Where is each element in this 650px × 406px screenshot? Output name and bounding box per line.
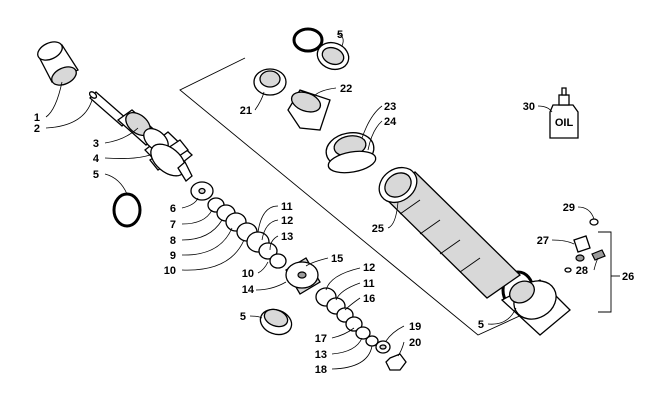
callout-25: 25	[372, 223, 384, 235]
callout-19: 19	[409, 321, 421, 333]
o-ring	[112, 192, 142, 228]
callout-9: 9	[170, 250, 176, 262]
callout-21: 21	[240, 105, 252, 117]
callout-4: 4	[93, 153, 100, 165]
leader-lines	[45, 33, 599, 370]
callout-8: 8	[170, 235, 176, 247]
bracket-27-28	[598, 231, 620, 313]
o-ring	[292, 27, 324, 53]
washer-stack	[190, 181, 379, 347]
oil-bottle: OIL	[549, 87, 579, 139]
callout-24: 24	[384, 116, 397, 128]
callout-5d: 5	[478, 319, 484, 331]
callout-5: 5	[93, 169, 99, 181]
callout-1: 1	[34, 112, 40, 124]
callout-23: 23	[384, 101, 396, 113]
callout-11b: 11	[363, 278, 375, 290]
part-collar	[253, 68, 331, 131]
callout-28: 28	[576, 265, 588, 277]
callout-17: 17	[315, 333, 327, 345]
callout-2: 2	[34, 123, 40, 135]
callout-26: 26	[622, 271, 634, 283]
part-adjuster-nut	[325, 132, 377, 174]
callout-18: 18	[315, 364, 327, 376]
callout-12: 12	[281, 215, 293, 227]
callout-6: 6	[170, 203, 176, 215]
callout-5b: 5	[240, 311, 246, 323]
subassembly-frame	[179, 57, 549, 336]
callout-22: 22	[340, 83, 352, 95]
oil-bottle-label: OIL	[555, 117, 574, 129]
callout-5c: 5	[337, 29, 343, 41]
part-band	[259, 308, 293, 336]
callout-10: 10	[164, 265, 176, 277]
part-shaft-body	[88, 91, 193, 182]
callout-7: 7	[170, 219, 176, 231]
callout-29: 29	[563, 202, 575, 214]
callout-10b: 10	[242, 268, 254, 280]
callout-12b: 12	[363, 262, 375, 274]
callout-13: 13	[281, 231, 293, 243]
callout-27: 27	[537, 235, 549, 247]
callout-11: 11	[281, 201, 293, 213]
callout-16: 16	[363, 293, 375, 305]
callout-14: 14	[242, 284, 255, 296]
callout-13b: 13	[315, 349, 327, 361]
callouts: 1 2 3 4 5 6 7 8 9 10 11 12 13 10 14 15 1…	[34, 29, 634, 376]
part-ring-top	[316, 41, 350, 71]
callout-15: 15	[331, 253, 343, 265]
part-end-cap	[500, 279, 571, 336]
part-cap	[37, 41, 79, 86]
callout-20: 20	[409, 337, 421, 349]
part-reservoir	[378, 166, 522, 299]
part-valve	[564, 218, 606, 273]
part-washer-nut	[375, 340, 407, 371]
callout-3: 3	[93, 138, 99, 150]
callout-30: 30	[523, 101, 535, 113]
